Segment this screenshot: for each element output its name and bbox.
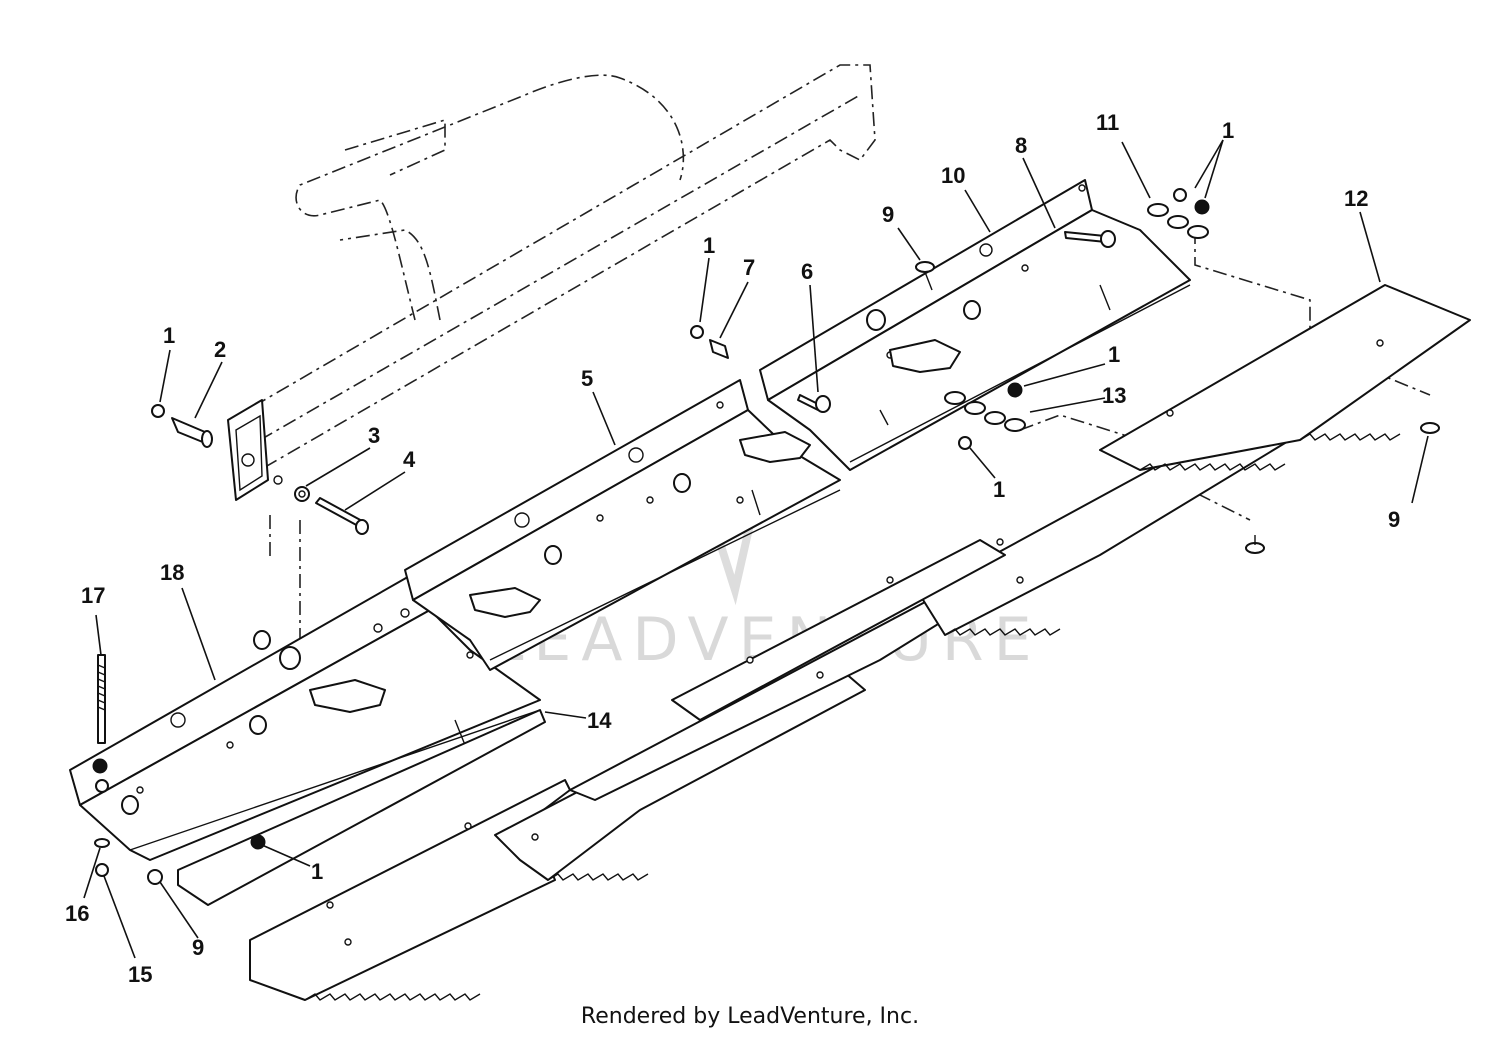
callout-1a: 1: [163, 323, 175, 348]
callout-8: 8: [1015, 133, 1027, 158]
callout-1e: 1: [993, 477, 1005, 502]
callout-13: 13: [1102, 383, 1126, 408]
leader-lines: [83, 139, 1429, 959]
callout-17: 17: [81, 583, 105, 608]
callout-1d: 1: [1108, 342, 1120, 367]
callout-11: 11: [1096, 110, 1119, 135]
callout-7: 7: [743, 255, 755, 280]
callout-9a: 9: [882, 202, 894, 227]
callout-3: 3: [368, 423, 380, 448]
hardware: [92, 188, 1440, 885]
guard-plate-14: [177, 709, 546, 906]
footer-credit: Rendered by LeadVenture, Inc.: [580, 1004, 920, 1029]
callout-10: 10: [941, 163, 965, 188]
callout-12: 12: [1344, 186, 1368, 211]
callout-6: 6: [801, 259, 813, 284]
frame-bracket: [227, 399, 283, 501]
callout-5: 5: [581, 366, 593, 391]
callout-9c: 9: [192, 935, 204, 960]
callout-16: 16: [65, 901, 89, 926]
callout-4: 4: [403, 447, 416, 472]
callout-2: 2: [214, 337, 226, 362]
rail-10: [759, 179, 1191, 471]
callout-9b: 9: [1388, 507, 1400, 532]
rail-5: [404, 379, 841, 671]
callouts: 1 2 3 4 5 1 7 6 9 10 8 11 1 12 1 13 1 9 …: [65, 110, 1400, 987]
callout-1f: 1: [311, 859, 323, 884]
callout-15: 15: [128, 962, 152, 987]
callout-1c: 1: [1222, 118, 1234, 143]
toothed-plates: [249, 284, 1471, 1001]
callout-1b: 1: [703, 233, 715, 258]
callout-18: 18: [160, 560, 184, 585]
callout-14: 14: [587, 708, 612, 733]
